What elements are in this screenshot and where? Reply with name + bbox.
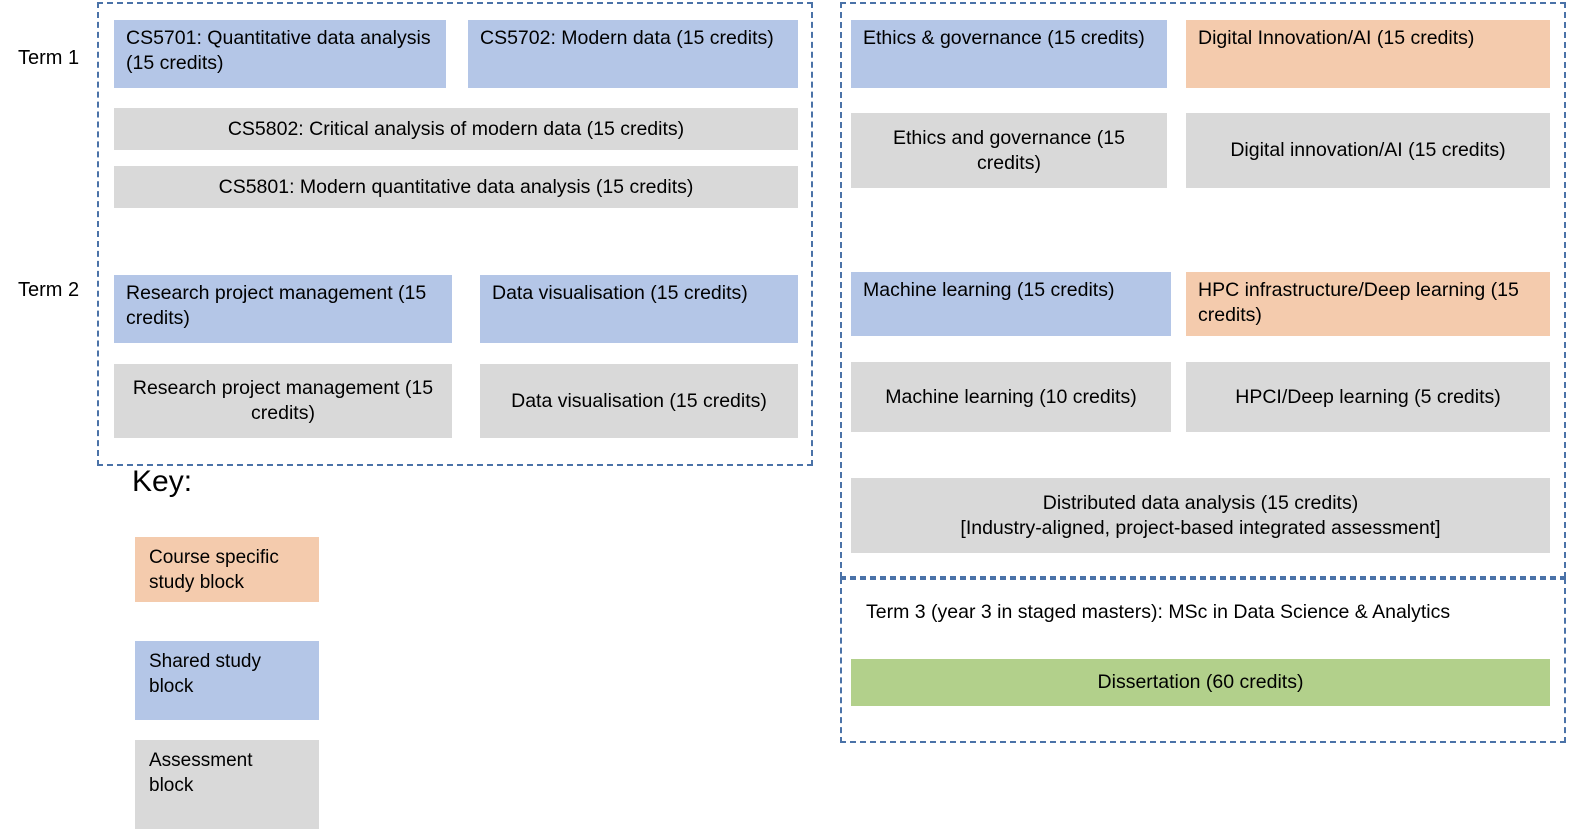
block-data-visualisation-assessment[interactable]: Data visualisation (15 credits) — [480, 364, 798, 438]
block-label: Machine learning (10 credits) — [885, 385, 1137, 408]
block-label: Digital Innovation/AI (15 credits) — [1198, 27, 1475, 49]
block-dissertation[interactable]: Dissertation (60 credits) — [851, 659, 1550, 706]
key-item-course-specific: Course specific study block — [135, 537, 319, 602]
block-digital-innovation-ai[interactable]: Digital Innovation/AI (15 credits) — [1186, 20, 1550, 88]
block-label: CS5801: Modern quantitative data analysi… — [218, 175, 694, 198]
block-label: Ethics and governance (15 credits) — [893, 126, 1125, 174]
block-hpci-deep-learning-assessment[interactable]: HPCI/Deep learning (5 credits) — [1186, 362, 1550, 432]
block-label: Research project management (15 credits) — [126, 282, 427, 329]
key-item-label-line1: Assessment — [149, 750, 253, 771]
block-label: Research project management (15 credits) — [132, 377, 434, 424]
block-digital-innovation-ai-assessment[interactable]: Digital innovation/AI (15 credits) — [1186, 113, 1550, 188]
block-label: Data visualisation (15 credits) — [492, 282, 748, 304]
block-label: CS5701: Quantitative data analysis (15 c… — [126, 27, 431, 74]
key-item-label-line2: block — [149, 676, 194, 697]
block-label: HPC infrastructure/Deep learning (15 cre… — [1198, 279, 1519, 326]
key-item-label-line1: Shared study — [149, 651, 261, 672]
key-item-assessment: Assessment block — [135, 740, 319, 829]
block-label: Ethics & governance (15 credits) — [863, 27, 1145, 49]
block-label: Machine learning (15 credits) — [863, 279, 1115, 301]
block-label: Digital innovation/AI (15 credits) — [1230, 139, 1506, 161]
block-research-project-management-assessment[interactable]: Research project management (15 credits) — [114, 364, 452, 438]
key-item-label-line2: study block — [149, 572, 245, 593]
key-title: Key: — [132, 465, 193, 498]
block-machine-learning-assessment[interactable]: Machine learning (10 credits) — [851, 362, 1171, 432]
block-label: HPCI/Deep learning (5 credits) — [1235, 385, 1501, 408]
term3-caption: Term 3 (year 3 in staged masters): MSc i… — [866, 601, 1451, 623]
block-ethics-governance[interactable]: Ethics & governance (15 credits) — [851, 20, 1167, 88]
key-item-shared-study: Shared study block — [135, 641, 319, 720]
key-item-label-line2: block — [149, 775, 194, 796]
block-label: CS5802: Critical analysis of modern data… — [227, 117, 685, 140]
term3-panel-dashed-border — [840, 578, 1566, 743]
block-ethics-governance-assessment[interactable]: Ethics and governance (15 credits) — [851, 113, 1167, 188]
block-hpc-infrastructure-deep-learning[interactable]: HPC infrastructure/Deep learning (15 cre… — [1186, 272, 1550, 336]
left-panel-dashed-border — [97, 2, 813, 466]
block-label: Data visualisation (15 credits) — [511, 389, 767, 412]
block-distributed-data-analysis-integrated[interactable]: Distributed data analysis (15 credits) [… — [851, 478, 1550, 553]
block-machine-learning[interactable]: Machine learning (15 credits) — [851, 272, 1171, 336]
block-data-visualisation[interactable]: Data visualisation (15 credits) — [480, 275, 798, 343]
block-label-line1: Distributed data analysis (15 credits) — [1042, 491, 1359, 514]
term-2-label: Term 2 — [18, 279, 80, 301]
term-1-label: Term 1 — [18, 47, 80, 69]
block-research-project-management[interactable]: Research project management (15 credits) — [114, 275, 452, 343]
block-label-line2: [Industry-aligned, project-based integra… — [960, 516, 1441, 539]
block-cs5802-assessment[interactable]: CS5802: Critical analysis of modern data… — [114, 108, 798, 150]
block-cs5702[interactable]: CS5702: Modern data (15 credits) — [468, 20, 798, 88]
block-cs5801-assessment[interactable]: CS5801: Modern quantitative data analysi… — [114, 166, 798, 208]
key-item-label-line1: Course specific — [149, 547, 279, 568]
block-label: Dissertation (60 credits) — [1097, 671, 1304, 693]
block-cs5701[interactable]: CS5701: Quantitative data analysis (15 c… — [114, 20, 446, 88]
right-panel-dashed-border — [840, 2, 1566, 578]
block-label: CS5702: Modern data (15 credits) — [480, 27, 774, 49]
